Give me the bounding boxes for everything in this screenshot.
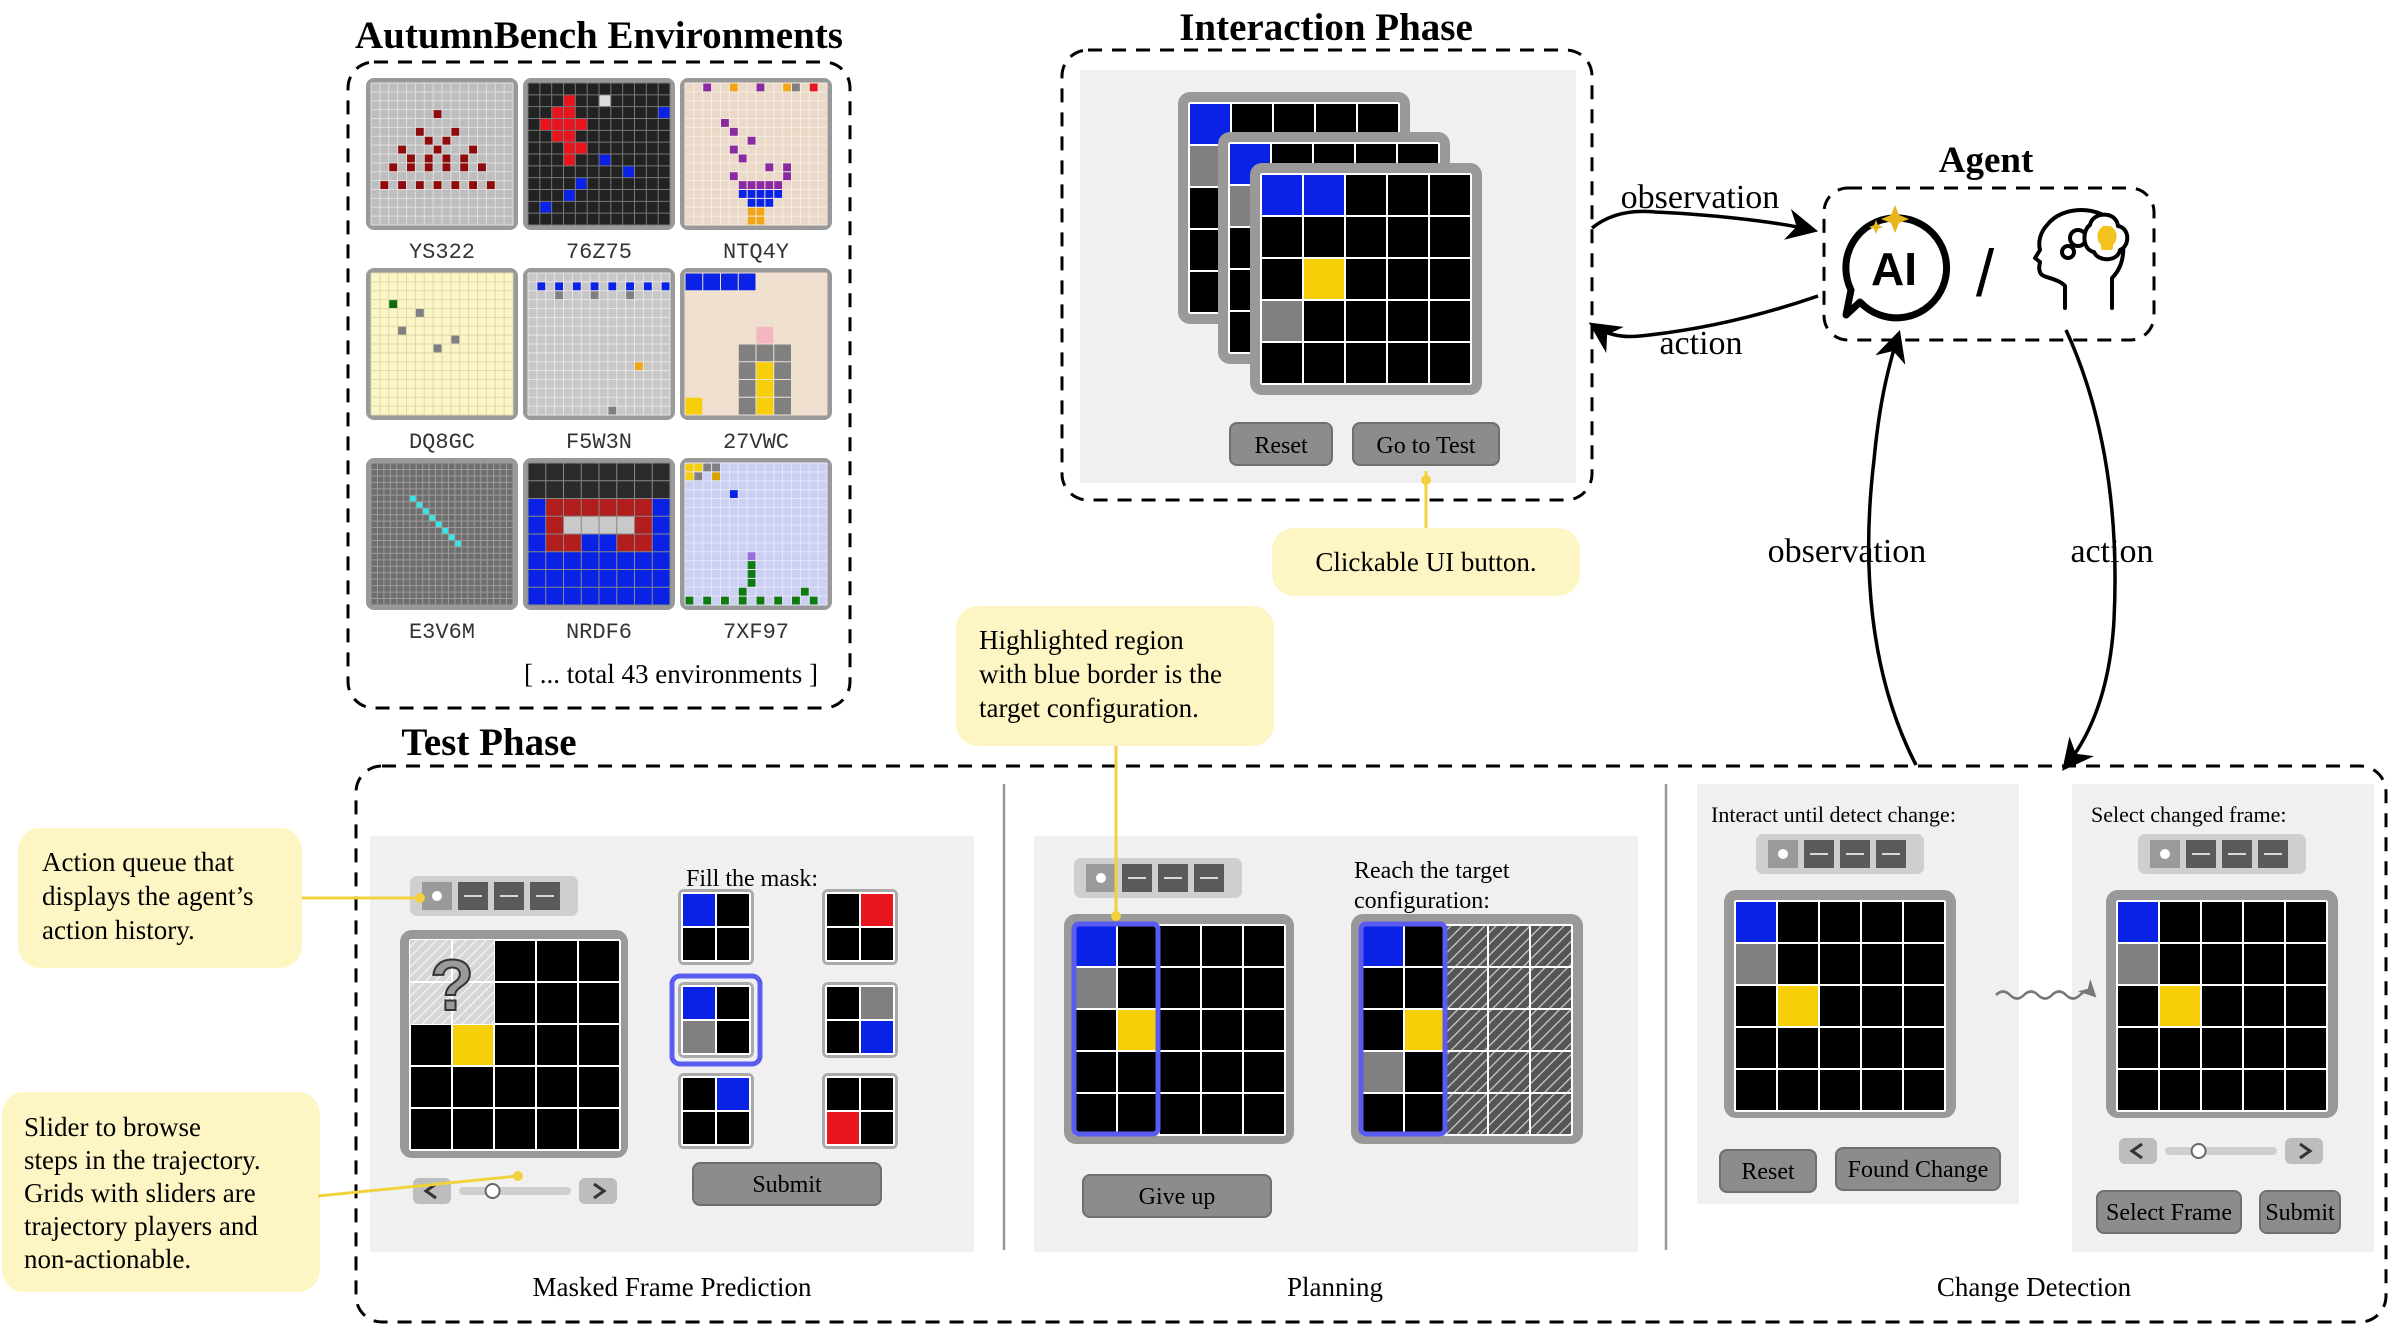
mask-option: [825, 985, 895, 1055]
mask-option: [825, 1076, 895, 1146]
clickable-button-callout-text: Clickable UI button.: [1315, 547, 1536, 577]
test-title: Test Phase: [401, 721, 576, 764]
reach-target-label-2: configuration:: [1354, 888, 1490, 914]
interact-until-label: Interact until detect change:: [1711, 802, 1956, 827]
observation-top-label: observation: [1621, 179, 1780, 216]
clickable-button-callout: [1272, 528, 1580, 596]
highlight-callout-line-1: Highlighted region: [979, 625, 1184, 655]
mask-option: [825, 892, 895, 962]
target-masked-area: [1446, 925, 1572, 1135]
select-changed-frame-label: Select changed frame:: [2091, 802, 2286, 827]
highlight-callout-line-3: target configuration.: [979, 693, 1199, 723]
human-thinking-icon: [2033, 208, 2130, 310]
slider-callout-line-3: Grids with sliders are: [24, 1178, 256, 1208]
give-up-button[interactable]: [1082, 1174, 1272, 1218]
interaction-title: Interaction Phase: [1179, 6, 1473, 49]
env-label-1: YS322: [409, 240, 475, 265]
action-top-label: action: [1659, 325, 1742, 362]
change-caption: Change Detection: [1937, 1272, 2132, 1302]
test-panel: Test Phase Fill the mask: ? Submit Maske…: [354, 721, 2388, 1324]
agent-panel: Agent AI /: [1822, 140, 2156, 342]
slider-callout-line-2: steps in the trajectory.: [24, 1145, 261, 1175]
change-action-queue: [1756, 834, 1924, 874]
found-change-button[interactable]: [1835, 1147, 2001, 1191]
change-submit-label: Submit: [2265, 1200, 2335, 1226]
masked-submit-label: Submit: [752, 1172, 822, 1198]
interaction-panel: Interaction Phase Reset Go to Test Click…: [1060, 6, 1594, 596]
env-grid: [370, 462, 514, 606]
highlight-callout-line-2: with blue border is the: [979, 659, 1222, 689]
env-label-6: 27VWC: [723, 430, 789, 455]
env-grid: [527, 82, 671, 226]
mask-option: [681, 1076, 751, 1146]
slider-callout-line-4: trajectory players and: [24, 1211, 258, 1241]
mask-question-mark: ?: [430, 946, 474, 1026]
ai-icon-label: AI: [1871, 243, 1917, 295]
change-reset-label: Reset: [1741, 1159, 1795, 1185]
target-highlight: [1358, 921, 1448, 1137]
env-label-9: 7XF97: [723, 620, 789, 645]
action-queue: [410, 876, 578, 916]
ai-icon: AI: [1842, 205, 1951, 322]
planning-caption: Planning: [1287, 1272, 1383, 1302]
mask-option: [681, 985, 751, 1055]
agent-slash: /: [1976, 236, 1995, 310]
env-total: [ ... total 43 environments ]: [524, 659, 818, 689]
give-up-label: Give up: [1139, 1184, 1216, 1210]
observation-side-label: observation: [1768, 533, 1927, 570]
fill-mask-label: Fill the mask:: [686, 866, 818, 892]
select-frame-label: Select Frame: [2106, 1200, 2232, 1226]
planning-action-queue: [1074, 858, 1242, 898]
reach-target-label-1: Reach the target: [1354, 858, 1510, 884]
wavy-arrow: [1995, 978, 2097, 1000]
go-to-test-button[interactable]: [1352, 422, 1500, 466]
planning-grid: [1074, 924, 1286, 1136]
env-label-3: NTQ4Y: [723, 240, 789, 265]
action-queue-callout-line-2: displays the agent’s: [42, 881, 253, 911]
select-slider: [2119, 1138, 2323, 1164]
change-grid: [1734, 900, 1946, 1112]
select-frame-button[interactable]: [2096, 1190, 2242, 1234]
env-label-4: DQ8GC: [409, 430, 475, 455]
slider-callout-line-1: Slider to browse: [24, 1112, 201, 1142]
selected-option-border: [669, 973, 763, 1067]
masked-grid: [409, 939, 621, 1151]
action-queue-callout: Action queue that displays the agent’s a…: [18, 828, 425, 968]
env-grid: [527, 272, 671, 416]
env-grid: [527, 462, 671, 606]
env-grid: [684, 272, 828, 416]
env-label-5: F5W3N: [566, 430, 632, 455]
env-grid: [370, 82, 514, 226]
agent-title: Agent: [1939, 140, 2034, 181]
env-label-7: E3V6M: [409, 620, 475, 645]
env-label-2: 76Z75: [566, 240, 632, 265]
masked-caption: Masked Frame Prediction: [533, 1272, 812, 1302]
masked-submit-button[interactable]: [692, 1162, 882, 1206]
autumnbench-panel: AutumnBench Environments YS322 76Z75 NTQ…: [346, 14, 852, 710]
env-label-8: NRDF6: [566, 620, 632, 645]
change-reset-button[interactable]: [1719, 1149, 1817, 1193]
env-grid: [370, 272, 514, 416]
mask-option: [681, 892, 751, 962]
env-grid: [684, 462, 828, 606]
slider-callout: Slider to browse steps in the trajectory…: [2, 1092, 523, 1292]
action-queue-callout-line-1: Action queue that: [42, 847, 234, 877]
highlight-callout: Highlighted region with blue border is t…: [956, 606, 1274, 921]
go-to-test-label: Go to Test: [1376, 433, 1476, 459]
action-side-label: action: [2070, 533, 2153, 570]
change-submit-button[interactable]: [2259, 1190, 2341, 1234]
autumnbench-title: AutumnBench Environments: [355, 14, 843, 57]
select-action-queue: [2138, 834, 2306, 874]
interaction-reset-label: Reset: [1254, 433, 1308, 459]
env-grid: [684, 82, 828, 226]
slider-callout-line-5: non-actionable.: [24, 1244, 191, 1274]
found-change-label: Found Change: [1848, 1157, 1989, 1183]
select-grid: [2116, 900, 2328, 1112]
masked-region-lines: [410, 940, 494, 1024]
action-queue-callout-line-3: action history.: [42, 915, 195, 945]
interaction-grid: [1260, 173, 1472, 385]
planning-highlight: [1071, 921, 1161, 1137]
interaction-reset-button[interactable]: [1229, 422, 1333, 466]
